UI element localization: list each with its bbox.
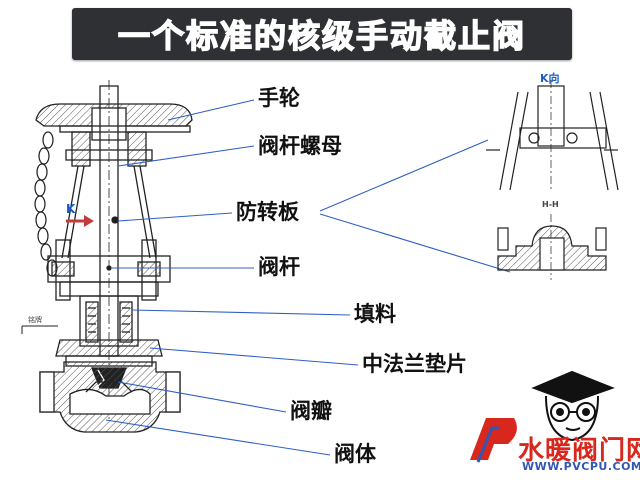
- packing-shape: [79, 295, 139, 347]
- chain-shape: [34, 131, 58, 277]
- label-body: 阀体: [334, 442, 376, 466]
- label-stem: 阀杆: [258, 255, 300, 279]
- k-arrow-label: K: [66, 202, 76, 216]
- h-section-detail: [497, 214, 607, 280]
- handwheel-shape: [35, 103, 193, 141]
- h-section-label: H-H: [542, 200, 559, 209]
- title-banner: 一个标准的核级手动截止阀: [72, 8, 572, 60]
- bonnet-shape: [47, 239, 171, 301]
- page-title: 一个标准的核级手动截止阀: [117, 16, 526, 56]
- label-disc: 阀瓣: [290, 399, 332, 423]
- label-handwheel: 手轮: [258, 86, 300, 110]
- tag-shape: 铭牌: [21, 315, 58, 334]
- k-arrow: [66, 215, 94, 227]
- watermark-logo-icon: [470, 418, 517, 463]
- svg-text:铭牌: 铭牌: [28, 315, 42, 324]
- label-stem-nut: 阀杆螺母: [258, 134, 342, 158]
- k-view-detail: [486, 80, 619, 191]
- mascot-icon: [531, 370, 615, 442]
- watermark-url: WWW.PVCPU.COM: [522, 460, 640, 473]
- label-flange-gasket: 中法兰垫片: [362, 352, 467, 376]
- label-anti-rotation-plate: 防转板: [236, 200, 299, 224]
- leader-lines: [105, 99, 511, 456]
- watermark-name: 水暖阀门网: [518, 436, 640, 466]
- body-shape: [39, 361, 181, 433]
- k-view-label: K向: [540, 72, 560, 85]
- label-packing: 填料: [354, 302, 396, 326]
